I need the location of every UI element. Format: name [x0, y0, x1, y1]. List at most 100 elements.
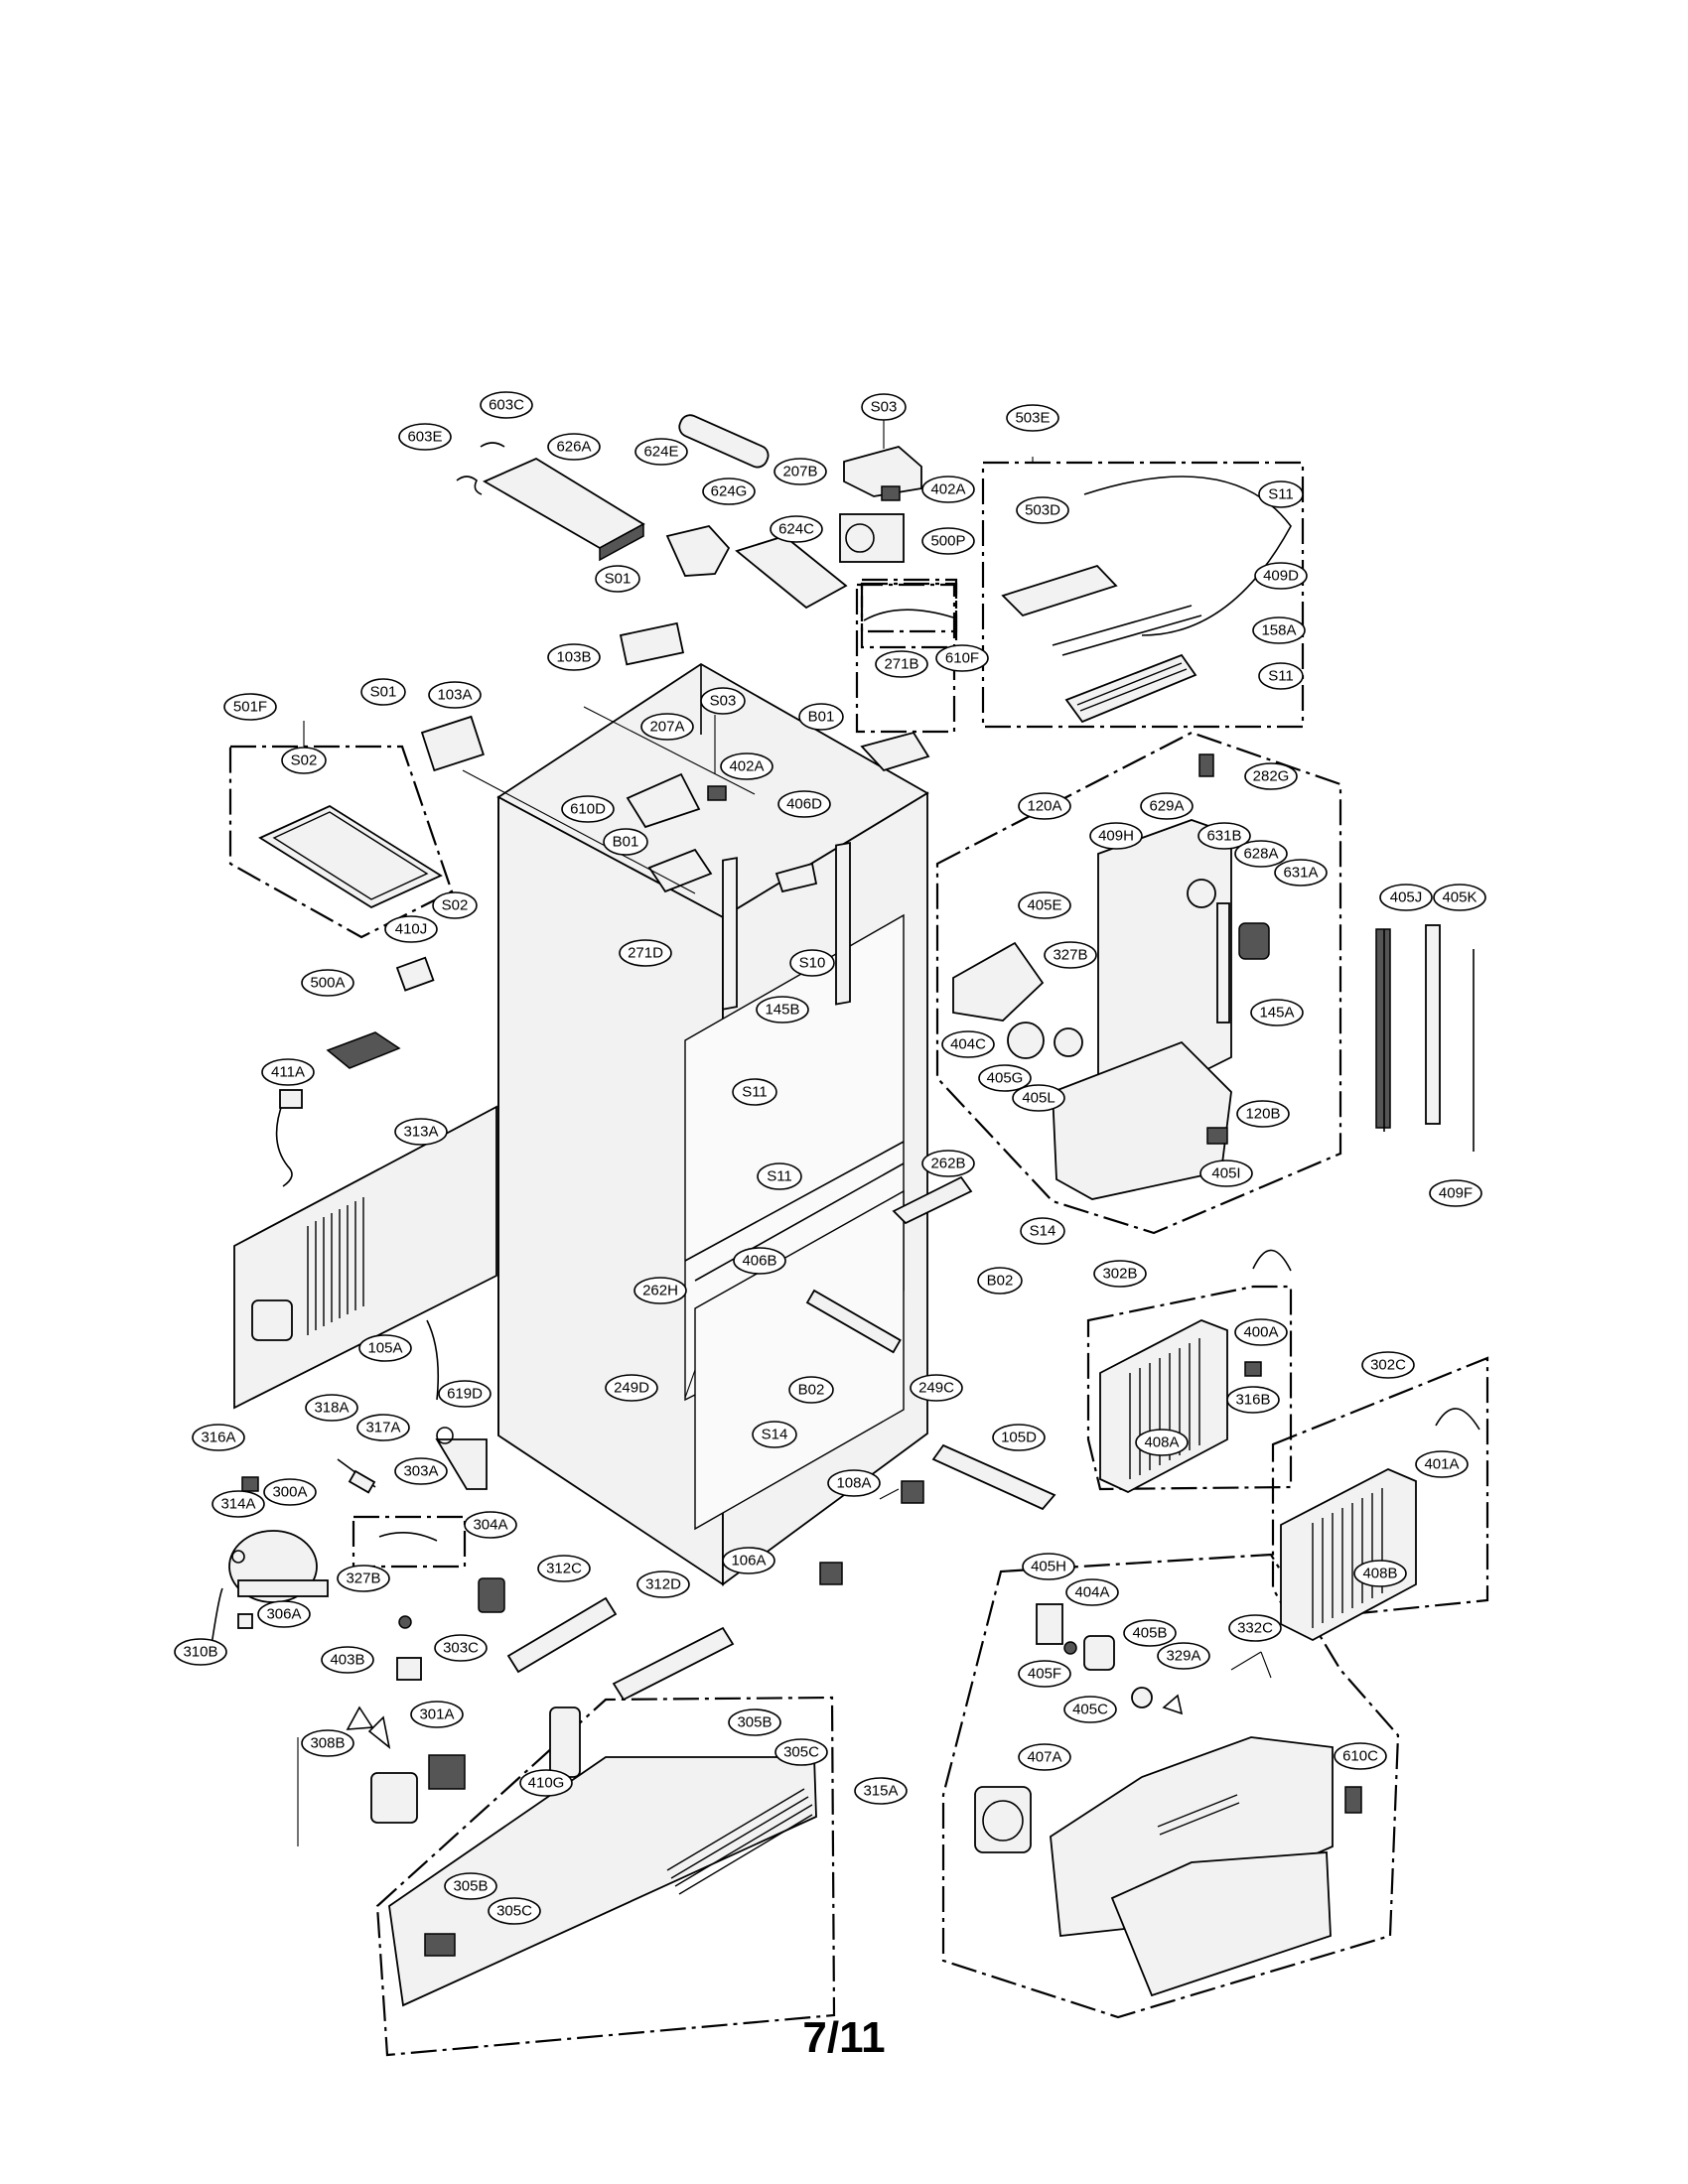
back-panel-grill	[307, 1197, 364, 1335]
callout-S11-a: S11	[1258, 480, 1304, 508]
callout-405J: 405J	[1379, 884, 1433, 911]
svg-text:S14: S14	[762, 1427, 788, 1443]
callout-158A: 158A	[1252, 616, 1306, 644]
svg-text:409D: 409D	[1263, 568, 1299, 585]
callout-308B: 308B	[301, 1729, 354, 1757]
svg-text:317A: 317A	[365, 1420, 400, 1436]
svg-text:329A: 329A	[1166, 1648, 1200, 1665]
callout-310B: 310B	[174, 1638, 227, 1666]
svg-text:610D: 610D	[570, 801, 606, 818]
svg-text:106A: 106A	[731, 1553, 766, 1570]
svg-text:327B: 327B	[346, 1570, 380, 1587]
callout-304A: 304A	[464, 1511, 517, 1539]
svg-text:404A: 404A	[1074, 1584, 1109, 1601]
callout-271D: 271D	[619, 939, 672, 967]
callout-108A: 108A	[827, 1469, 881, 1497]
svg-text:403B: 403B	[330, 1652, 364, 1669]
callout-314A: 314A	[211, 1490, 265, 1518]
callout-316B: 316B	[1226, 1386, 1280, 1414]
callout-406B: 406B	[733, 1247, 786, 1275]
callout-103A: 103A	[428, 681, 482, 709]
svg-text:207A: 207A	[649, 719, 684, 736]
svg-text:408A: 408A	[1144, 1434, 1179, 1451]
svg-text:312D: 312D	[645, 1576, 681, 1593]
callout-B01-b: B01	[603, 828, 648, 856]
svg-text:410G: 410G	[528, 1775, 565, 1792]
svg-text:305B: 305B	[453, 1878, 488, 1895]
callout-610D: 610D	[561, 795, 615, 823]
callout-120A: 120A	[1018, 792, 1071, 820]
callout-262H: 262H	[633, 1277, 687, 1304]
callout-302B: 302B	[1093, 1260, 1147, 1288]
callout-409F: 409F	[1429, 1179, 1482, 1207]
svg-text:145B: 145B	[765, 1002, 799, 1019]
callout-305B-a: 305B	[728, 1708, 781, 1736]
callout-106A: 106A	[722, 1547, 775, 1574]
callout-S02-a: S02	[281, 747, 327, 774]
callout-327B-a: 327B	[1044, 941, 1097, 969]
svg-text:405E: 405E	[1027, 897, 1061, 914]
callout-S10: S10	[789, 949, 835, 977]
svg-text:158A: 158A	[1261, 622, 1296, 639]
callout-631A: 631A	[1274, 859, 1328, 887]
callout-610F: 610F	[935, 644, 989, 672]
callout-405G: 405G	[978, 1064, 1032, 1092]
svg-text:103A: 103A	[437, 687, 472, 704]
svg-text:S11: S11	[1268, 668, 1294, 685]
callout-145A: 145A	[1250, 999, 1304, 1026]
callout-S11-d: S11	[757, 1162, 802, 1190]
svg-text:S10: S10	[799, 955, 826, 972]
callout-626A: 626A	[547, 433, 601, 461]
callout-262B: 262B	[921, 1150, 975, 1177]
callout-207B: 207B	[774, 458, 827, 485]
callout-145B: 145B	[756, 996, 809, 1024]
callout-S14-b: S14	[752, 1421, 797, 1448]
svg-text:S03: S03	[710, 693, 737, 710]
svg-text:404C: 404C	[950, 1036, 986, 1053]
svg-text:610C: 610C	[1342, 1748, 1378, 1765]
svg-text:262H: 262H	[642, 1283, 678, 1299]
callout-249D: 249D	[605, 1374, 658, 1402]
callout-S14-a: S14	[1020, 1217, 1065, 1245]
callout-631B: 631B	[1197, 822, 1251, 850]
callout-317A: 317A	[356, 1414, 410, 1441]
callout-249C: 249C	[910, 1374, 963, 1402]
callout-624G: 624G	[702, 478, 756, 505]
svg-text:S11: S11	[1268, 486, 1294, 503]
svg-text:410J: 410J	[395, 921, 428, 938]
svg-text:405B: 405B	[1132, 1625, 1167, 1642]
svg-text:500A: 500A	[310, 975, 345, 992]
callout-120B: 120B	[1236, 1100, 1290, 1128]
svg-text:302C: 302C	[1370, 1357, 1406, 1374]
svg-text:407A: 407A	[1027, 1749, 1061, 1766]
callout-406D: 406D	[777, 790, 831, 818]
svg-text:631B: 631B	[1206, 828, 1241, 845]
svg-text:S11: S11	[742, 1084, 768, 1101]
svg-text:262B: 262B	[930, 1156, 965, 1172]
callout-619D: 619D	[438, 1380, 492, 1408]
svg-text:318A: 318A	[314, 1400, 349, 1417]
callout-500A: 500A	[301, 969, 354, 997]
svg-text:402A: 402A	[729, 758, 764, 775]
svg-text:105D: 105D	[1001, 1430, 1037, 1446]
callout-503D: 503D	[1016, 496, 1069, 524]
svg-text:282G: 282G	[1253, 768, 1290, 785]
duct-grill	[1157, 1794, 1240, 1836]
callout-402A: 402A	[921, 476, 975, 503]
svg-text:S01: S01	[605, 571, 632, 588]
callout-282G: 282G	[1244, 762, 1298, 790]
svg-text:120B: 120B	[1245, 1106, 1280, 1123]
svg-text:303C: 303C	[443, 1640, 479, 1657]
callout-305C-b: 305C	[488, 1897, 541, 1925]
callout-B01-a: B01	[798, 703, 844, 731]
svg-text:610F: 610F	[945, 650, 979, 667]
callout-S01-b: S01	[360, 678, 406, 706]
svg-text:105A: 105A	[367, 1340, 402, 1357]
svg-text:603E: 603E	[407, 429, 442, 446]
callout-610C: 610C	[1334, 1742, 1387, 1770]
svg-text:405I: 405I	[1211, 1165, 1240, 1182]
svg-text:400A: 400A	[1243, 1324, 1278, 1341]
callout-603C: 603C	[480, 391, 533, 419]
svg-text:327B: 327B	[1053, 947, 1087, 964]
